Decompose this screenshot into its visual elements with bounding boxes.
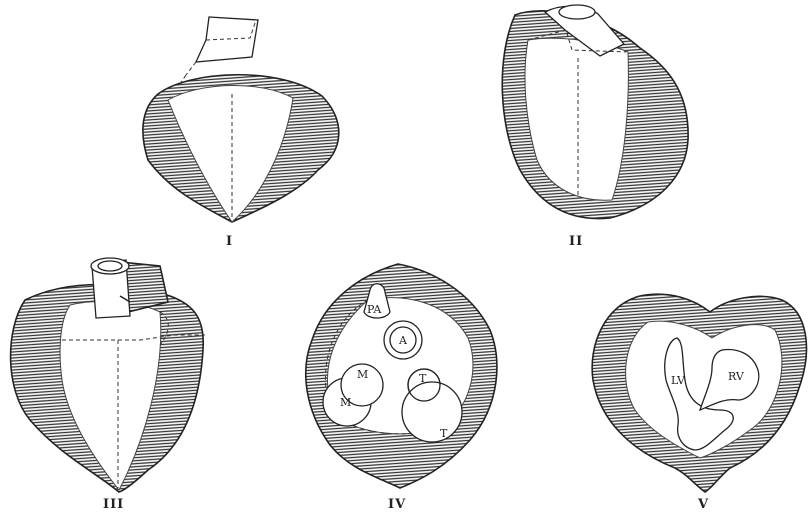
figure-iv-label: IV: [388, 497, 406, 512]
figure-v-label-rv: RV: [728, 370, 745, 383]
figure-v-label-lv: LV: [671, 374, 686, 387]
figure-iv-label-m-left: M: [340, 396, 351, 409]
figure-iii-label: III: [103, 497, 124, 512]
figure-v: LV RV V: [592, 294, 806, 512]
figure-iv-label-a: A: [398, 334, 408, 347]
figure-ii-vessel-opening: [559, 5, 595, 19]
figure-i: I: [143, 17, 339, 249]
figure-ii: II: [502, 5, 688, 249]
figure-iv-label-t-right: T: [440, 427, 448, 440]
figure-iv-label-m-inner: M: [357, 368, 368, 381]
figure-ii-label: II: [569, 234, 583, 249]
figure-iv-label-t-inner: T: [419, 372, 427, 385]
figure-iv-label-pa: PA: [367, 303, 382, 316]
figure-iii: III: [11, 258, 205, 512]
figure-i-label: I: [226, 234, 233, 249]
figure-v-label: V: [697, 497, 709, 512]
figure-iv: PA A M M T T IV: [306, 264, 497, 512]
figure-iii-aorta-lumen: [98, 261, 122, 271]
